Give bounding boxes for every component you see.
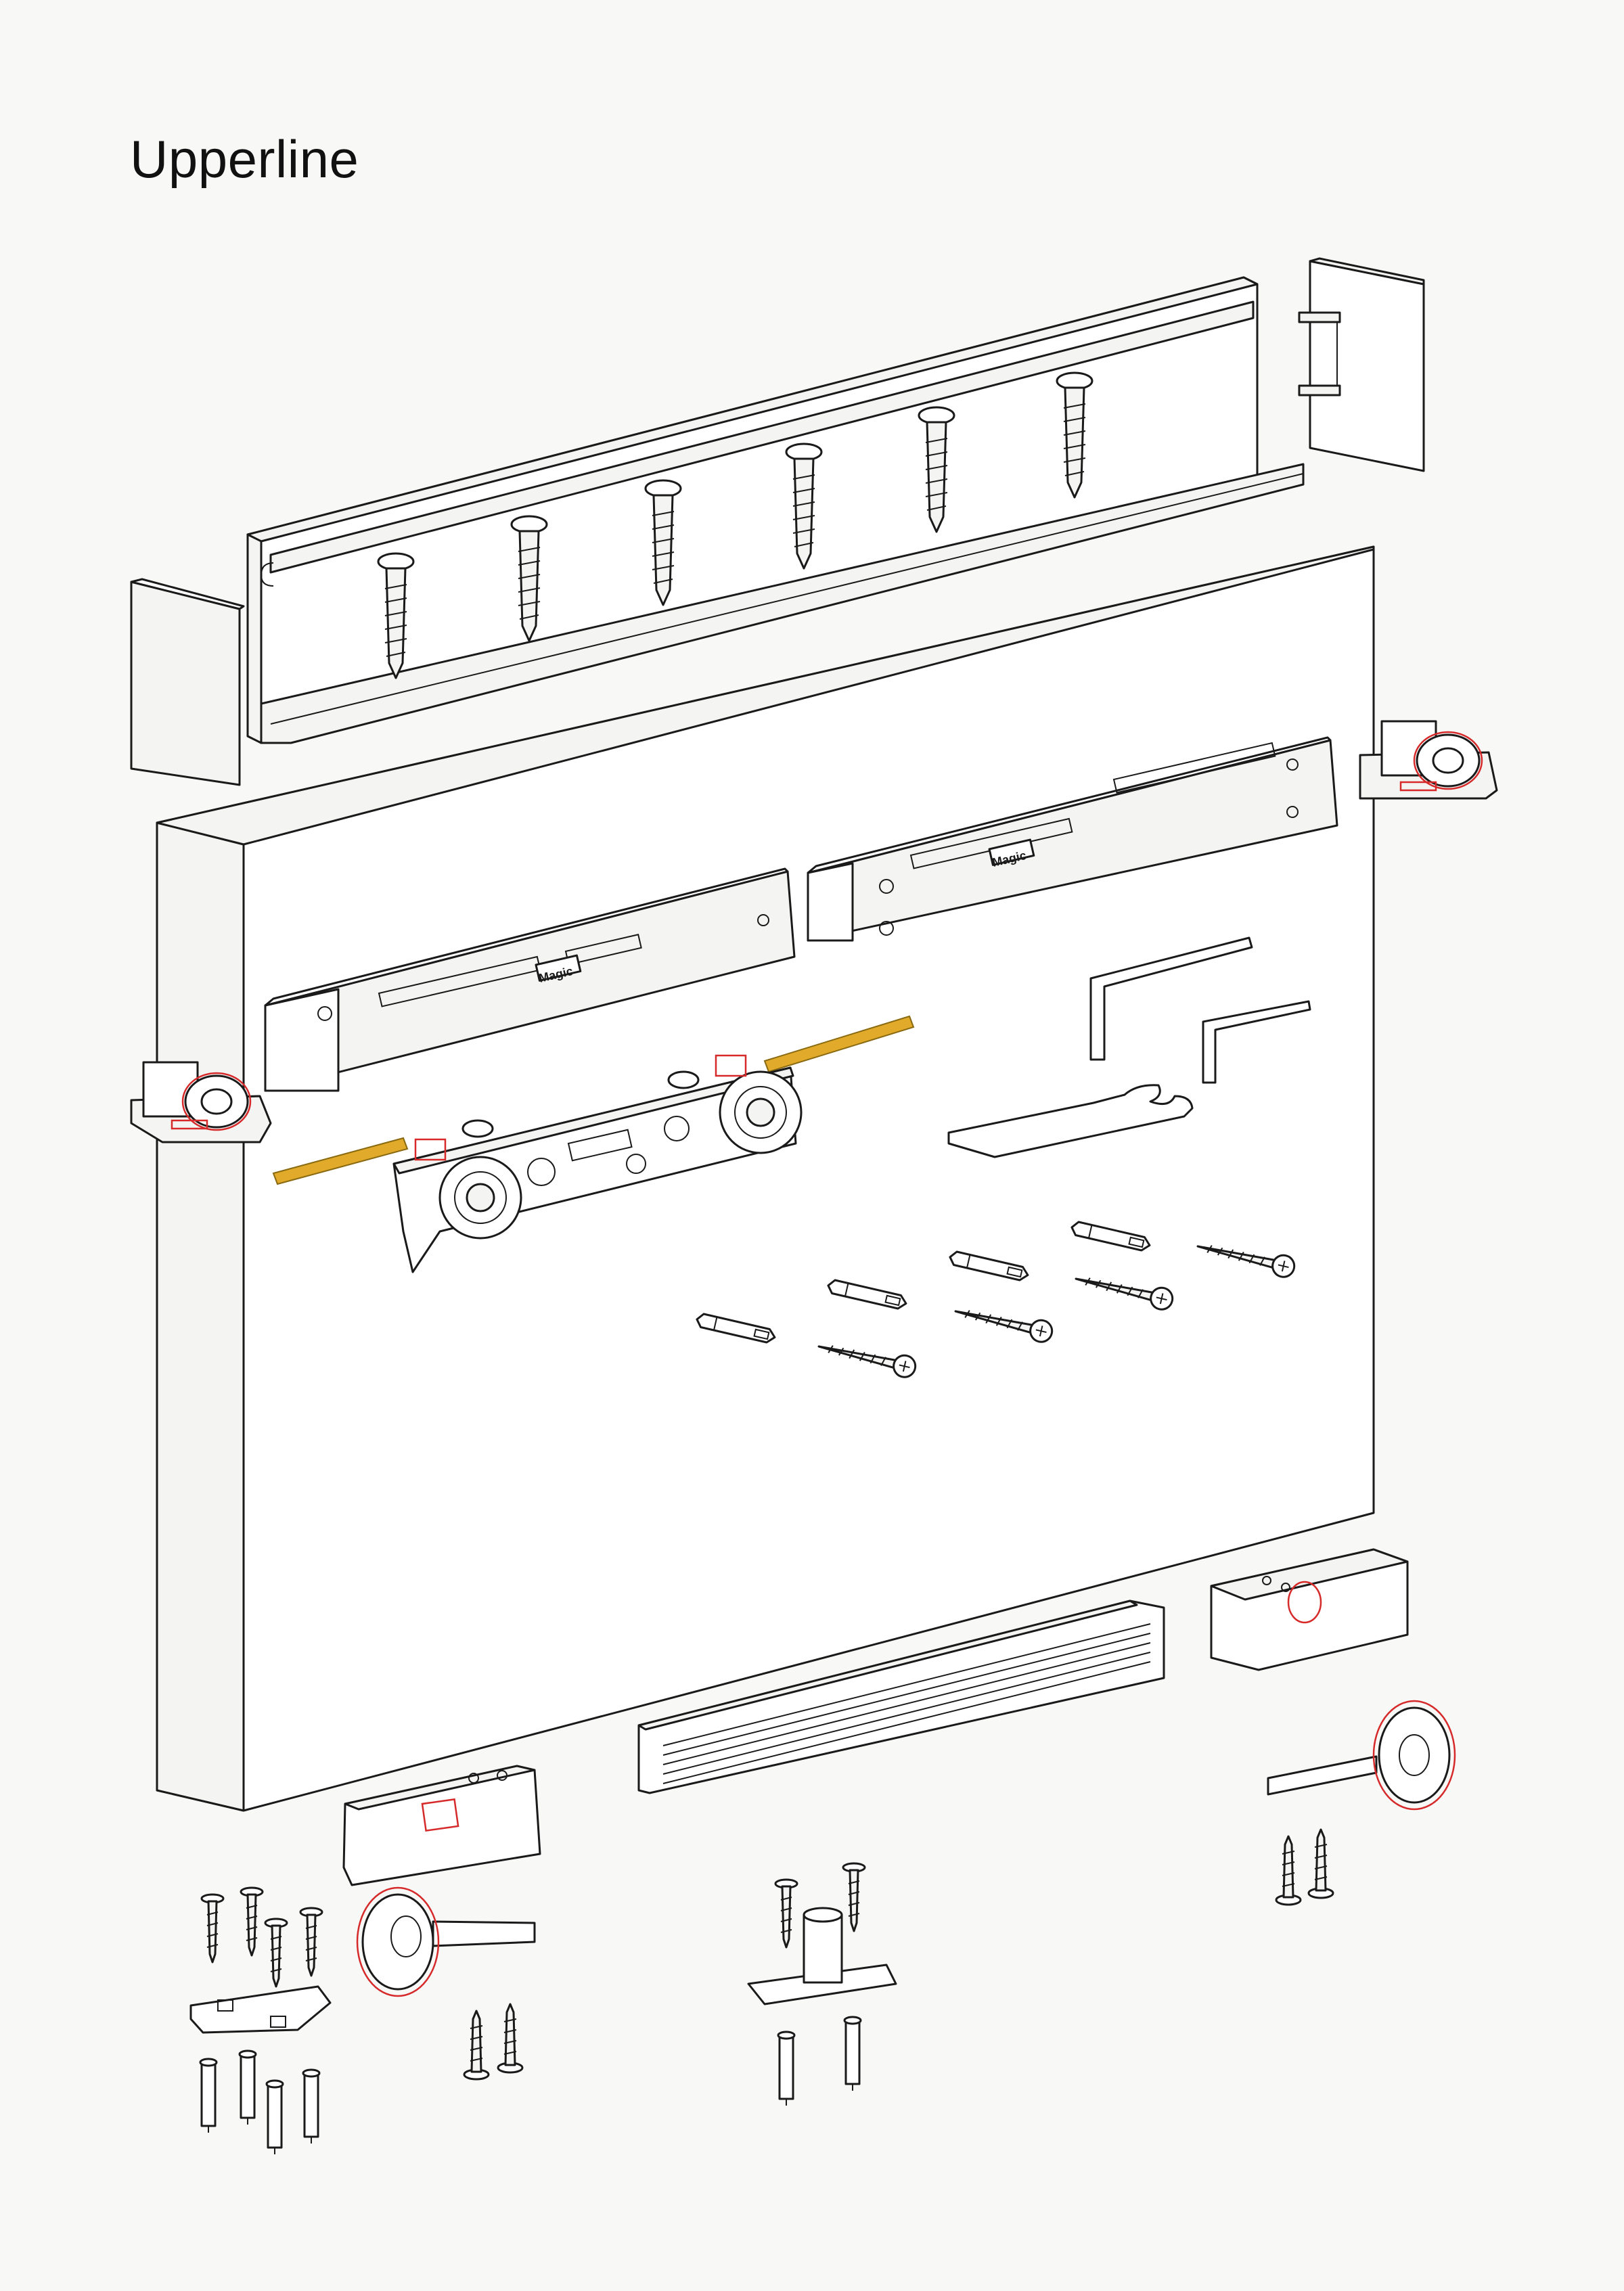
connecting-rods [272, 1015, 915, 1185]
floor-guide-channel [637, 1600, 1165, 1794]
floor-guide-housing-left [342, 1765, 541, 1886]
track-screw [1056, 371, 1093, 499]
small-wall-plug [302, 2068, 321, 2143]
wall-plug [696, 1313, 776, 1344]
wall-plug [949, 1250, 1029, 1281]
track-screw [510, 515, 548, 642]
track-screw [644, 479, 682, 606]
small-screw [240, 1886, 264, 1957]
spanner-wrench [947, 1084, 1194, 1158]
track-screw [377, 552, 415, 679]
wood-screw [817, 1345, 917, 1378]
small-wall-plug [238, 2049, 257, 2125]
wall-plug [1070, 1221, 1151, 1252]
end-cap-right [1298, 257, 1425, 472]
wood-screw [1196, 1245, 1296, 1278]
wood-screw [1075, 1277, 1174, 1311]
small-screw [1275, 1835, 1302, 1906]
end-cap-left [130, 578, 245, 786]
small-screw [264, 1918, 288, 1988]
hex-key-small [1202, 1000, 1311, 1084]
soft-close-damper-left: Magic [264, 867, 796, 1092]
small-screw [497, 2003, 524, 2074]
track-screw [918, 406, 955, 533]
small-screw [299, 1907, 323, 1977]
floor-roller-left [356, 1886, 536, 1997]
small-screws [200, 1828, 1334, 2081]
floor-roller-right [1267, 1700, 1456, 1811]
small-screw [842, 1862, 866, 1932]
small-screw [774, 1878, 798, 1949]
end-stop-right [1359, 720, 1498, 800]
track-profile [246, 276, 1305, 744]
small-screw [463, 2010, 490, 2081]
door-panel [156, 545, 1375, 1812]
wall-plug [827, 1279, 907, 1310]
wood-screw [954, 1310, 1054, 1343]
small-wall-plug [265, 2079, 284, 2154]
small-wall-plug [843, 2016, 862, 2091]
hex-key-large [1089, 936, 1253, 1061]
small-screw [200, 1893, 225, 1964]
floor-guide-housing-right [1210, 1548, 1409, 1671]
soft-close-damper-right: Magic [807, 736, 1338, 942]
small-wall-plugs [199, 2016, 862, 2154]
trolley-carriage [392, 1054, 803, 1273]
wood-screws [817, 1245, 1296, 1378]
small-screw [1307, 1828, 1334, 1899]
wall-plugs [696, 1221, 1151, 1344]
track-screw [785, 443, 823, 570]
end-stop-left [130, 1061, 272, 1143]
small-wall-plug [777, 2031, 796, 2106]
floor-guide-pin [747, 1907, 897, 2005]
small-wall-plug [199, 2058, 218, 2133]
track-screws [377, 371, 1093, 679]
page-title: Upperline [130, 129, 359, 189]
mounting-plate [189, 1985, 332, 2034]
